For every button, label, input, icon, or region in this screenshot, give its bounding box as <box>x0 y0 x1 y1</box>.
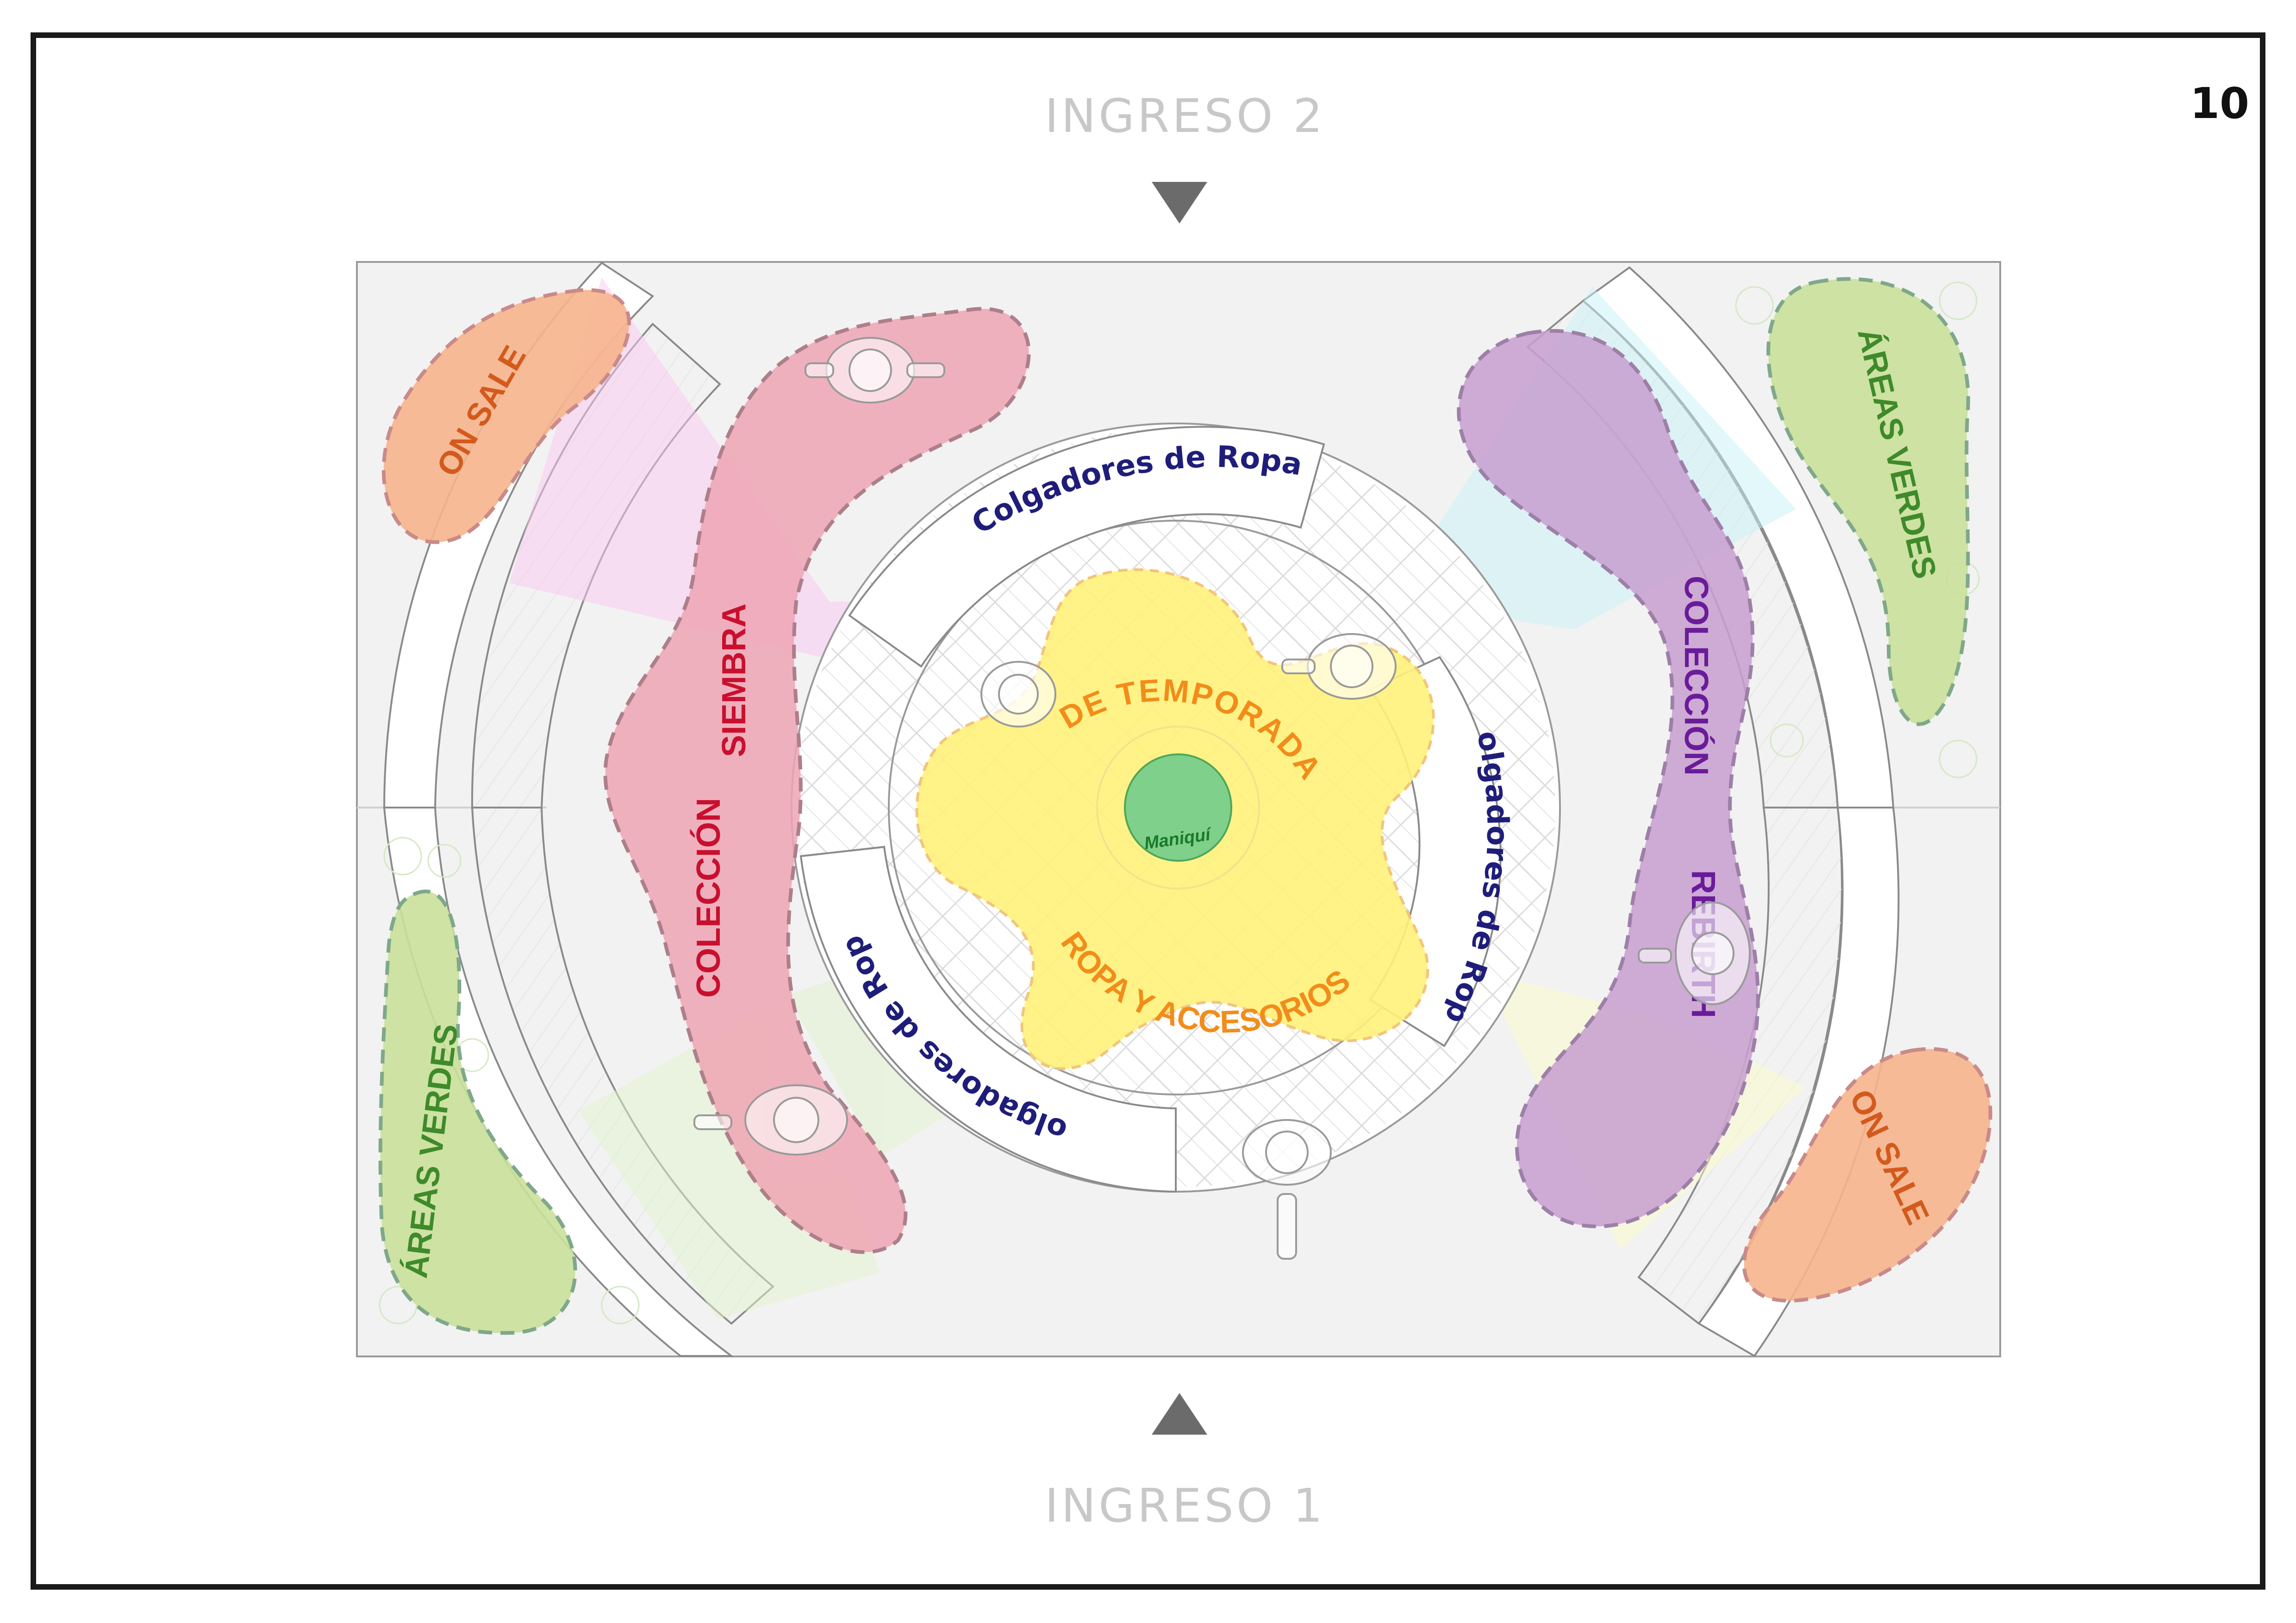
zone-coleccion-siembra-line2: SIEMBRA <box>716 603 753 757</box>
entrance-top-arrow-icon <box>1152 182 1207 224</box>
entrance-bottom-label: INGRESO 1 <box>1045 1479 1325 1533</box>
zone-areas-verdes-left <box>378 889 577 1335</box>
entrance-top-label: INGRESO 2 <box>1045 89 1325 143</box>
zone-coleccion-rebirth-line1: COLECCIÓN <box>1678 576 1715 776</box>
zone-on-sale-right <box>1742 1047 1992 1303</box>
zone-coleccion-siembra <box>603 307 1031 1254</box>
entrance-bottom-arrow-icon <box>1152 1393 1207 1435</box>
page-number: 10 <box>2190 79 2249 128</box>
zone-coleccion-siembra-line1: COLECCIÓN <box>690 798 727 998</box>
mannequin-ring <box>1096 726 1260 889</box>
zone-areas-verdes-right <box>1766 277 1970 726</box>
zone-coleccion-rebirth <box>1457 329 1760 1229</box>
page-frame <box>31 32 2265 1590</box>
zone-on-sale-left <box>381 288 631 544</box>
person-icon <box>693 337 1751 1260</box>
mannequin-circle <box>1124 753 1232 862</box>
